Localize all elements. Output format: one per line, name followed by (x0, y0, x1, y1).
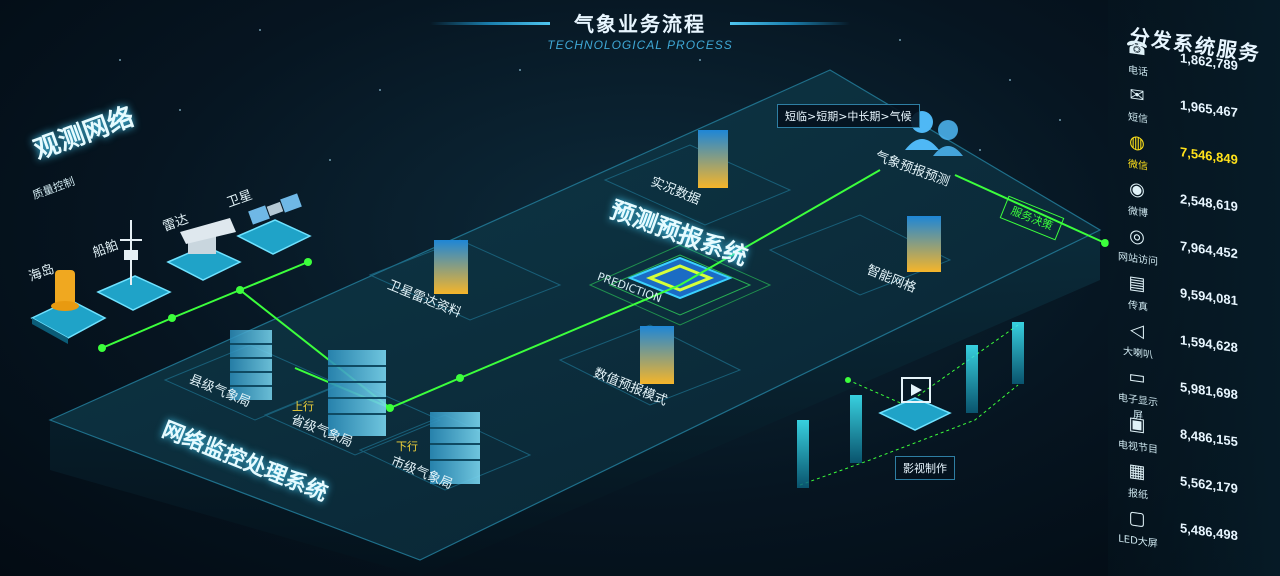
distribution-channel-value: 7,546,849 (1180, 144, 1238, 167)
distribution-channel-value: 9,594,081 (1180, 285, 1238, 308)
distribution-channel-value: 1,965,467 (1180, 97, 1238, 120)
forecast-range-tag: 短临>短期>中长期>气候 (777, 104, 920, 128)
distribution-channel-value: 5,486,498 (1180, 520, 1238, 543)
distribution-channel-value: 1,594,628 (1180, 332, 1238, 355)
distribution-channel-value: 7,964,452 (1180, 238, 1238, 261)
distribution-channel-value: 5,562,179 (1180, 473, 1238, 496)
distribution-channel-value: 1,862,789 (1180, 50, 1238, 73)
ship-station (98, 220, 170, 310)
uplink-label: 上行 (292, 398, 314, 414)
video-production-tag: 影视制作 (895, 456, 955, 480)
video-platform (880, 378, 950, 430)
distribution-channel-value: 8,486,155 (1180, 426, 1238, 449)
distribution-channel-value: 5,981,698 (1180, 379, 1238, 402)
downlink-label: 下行 (396, 438, 418, 454)
distribution-channel-value: 2,548,619 (1180, 191, 1238, 214)
island-station (32, 270, 105, 344)
